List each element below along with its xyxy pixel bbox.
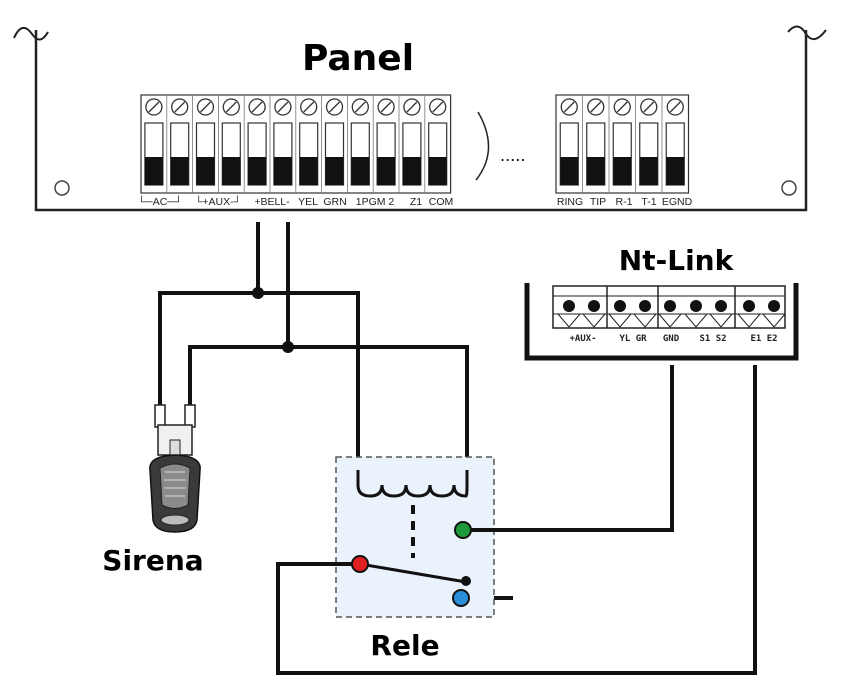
terminal-label-yel: YEL — [298, 196, 318, 208]
terminal-label-t1: T-1 — [641, 196, 656, 208]
screw-terminal — [299, 98, 319, 186]
relay-title: Rele — [370, 629, 439, 662]
ntlink-label-e1-e2: E1 E2 — [750, 334, 777, 344]
terminal-label-tip: TIP — [590, 196, 606, 208]
ntlink-screw-terminal — [608, 300, 632, 328]
screw-terminal — [273, 98, 293, 186]
screw-terminal — [402, 98, 422, 186]
terminal-label-pgm: 1PGM 2 — [356, 196, 395, 208]
continuation-break-symbol — [475, 111, 490, 181]
siren-title: Sirena — [102, 544, 203, 577]
junction-dot — [252, 287, 264, 299]
continuation-dots: ..... — [500, 146, 525, 165]
panel-enclosure — [13, 25, 827, 212]
ntlink-screw-terminal — [557, 300, 581, 328]
relay-contact-common — [351, 555, 369, 573]
ntlink-screw-terminal — [633, 300, 657, 328]
screw-terminal — [428, 98, 448, 186]
screw-terminal — [586, 98, 606, 186]
screw-terminal — [221, 98, 241, 186]
screw-terminal — [639, 98, 659, 186]
terminal-label-r1: R-1 — [616, 196, 633, 208]
ntlink-label-gnd: GND — [663, 334, 680, 344]
screw-terminal — [144, 98, 164, 186]
terminal-label-ac: └─AC─┘ — [138, 195, 182, 208]
terminal-label-com: COM — [429, 196, 454, 208]
panel-terminal-block-right — [555, 94, 690, 194]
ntlink-label-s1-s2: S1 S2 — [699, 334, 726, 344]
screw-terminal — [376, 98, 396, 186]
terminal-label-aux: └+AUX-┘ — [195, 195, 241, 208]
panel-title: Panel — [302, 38, 414, 79]
ntlink-screw-terminal — [709, 300, 733, 328]
relay-contact-output — [452, 589, 470, 607]
ntlink-label-yl-gr: YL GR — [619, 334, 647, 344]
screw-terminal — [350, 98, 370, 186]
ntlink-screw-terminal — [737, 300, 761, 328]
terminal-label-egnd: EGND — [662, 196, 693, 208]
mount-hole-right — [781, 180, 797, 196]
ntlink-label-aux: +AUX- — [569, 334, 596, 344]
ntlink-screw-terminal — [658, 300, 682, 328]
siren-device — [149, 404, 201, 533]
mount-hole-left — [54, 180, 70, 196]
relay-switch-arm — [359, 562, 467, 584]
ntlink-terminals — [553, 286, 786, 328]
ntlink-module — [524, 283, 799, 361]
screw-terminal — [559, 98, 579, 186]
screw-terminal — [665, 98, 685, 186]
ntlink-screw-terminal — [582, 300, 606, 328]
terminal-label-bell: +BELL- — [254, 196, 290, 208]
screw-terminal — [170, 98, 190, 186]
ntlink-screw-terminal — [684, 300, 708, 328]
screw-terminal — [324, 98, 345, 186]
screw-terminal — [612, 98, 632, 186]
relay-contact-coil-input — [454, 521, 472, 539]
junction-dot — [282, 341, 294, 353]
terminal-label-z1: Z1 — [410, 196, 422, 208]
screw-terminal — [247, 98, 267, 186]
ntlink-title: Nt-Link — [619, 244, 735, 277]
relay-coil — [356, 470, 469, 498]
screw-terminal — [195, 98, 216, 186]
panel-terminal-block-left — [140, 94, 452, 194]
ntlink-screw-terminal — [762, 300, 786, 328]
terminal-label-ring: RING — [557, 196, 583, 208]
terminal-label-grn: GRN — [323, 196, 346, 208]
relay-contact-pivot — [461, 576, 471, 586]
